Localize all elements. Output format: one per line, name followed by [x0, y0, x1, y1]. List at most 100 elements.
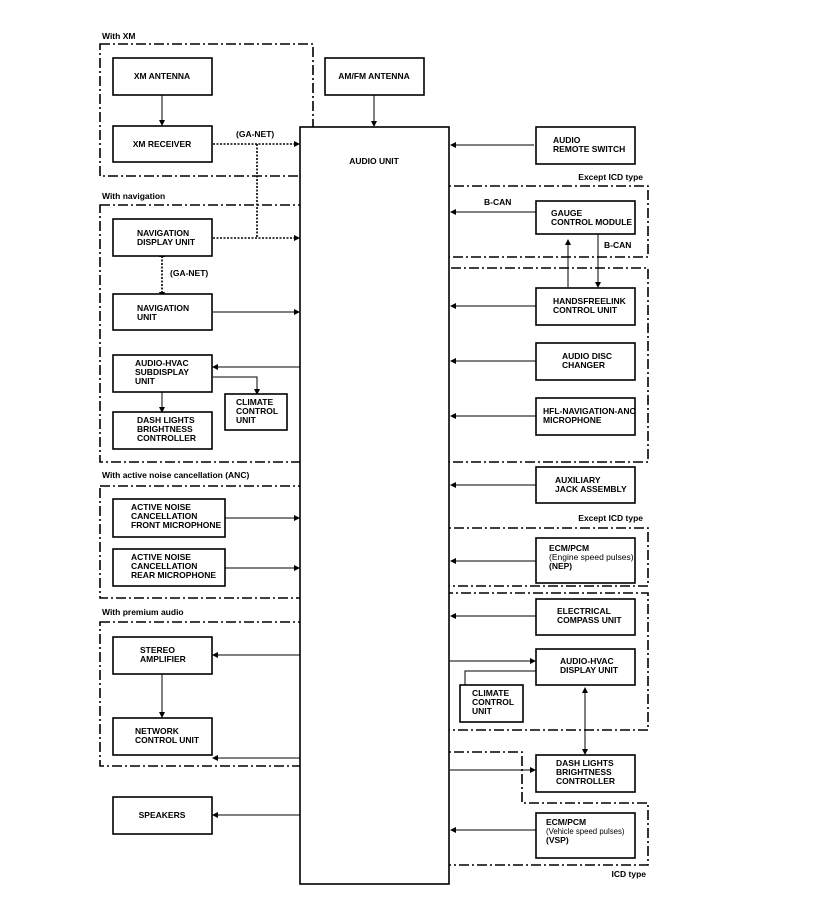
svg-text:(Engine speed pulses): (Engine speed pulses) — [549, 552, 634, 562]
svg-text:UNIT: UNIT — [137, 312, 158, 322]
navigation-unit-box: NAVIGATION UNIT — [112, 293, 213, 331]
xm-receiver-box: XM RECEIVER — [112, 125, 213, 163]
svg-text:CLIMATE: CLIMATE — [472, 688, 509, 698]
svg-text:HANDSFREELINK: HANDSFREELINK — [553, 296, 627, 306]
svg-text:AUDIO: AUDIO — [553, 135, 581, 145]
svg-text:UNIT: UNIT — [236, 415, 257, 425]
audio-unit: AUDIO UNIT — [299, 126, 450, 885]
svg-text:(Vehicle speed pulses): (Vehicle speed pulses) — [546, 827, 625, 836]
group-label-with-premium-audio: With premium audio — [102, 607, 184, 617]
svg-text:CANCELLATION: CANCELLATION — [131, 561, 197, 571]
network-control-unit-box: NETWORK CONTROL UNIT — [112, 717, 213, 756]
svg-text:BRIGHTNESS: BRIGHTNESS — [137, 424, 193, 434]
group-label-except-icd-1: Except ICD type — [578, 172, 643, 182]
stereo-amplifier-box: STEREO AMPLIFIER — [112, 636, 213, 675]
svg-text:MICROPHONE: MICROPHONE — [543, 415, 602, 425]
ecm-pcm-vsp-box: ECM/PCM (Vehicle speed pulses) (VSP) — [535, 812, 636, 859]
svg-text:DASH LIGHTS: DASH LIGHTS — [556, 758, 614, 768]
zone-except-icd-ecm — [435, 527, 649, 587]
svg-text:UNIT: UNIT — [472, 706, 493, 716]
audio-unit-label: AUDIO UNIT — [349, 156, 399, 166]
svg-text:STEREO: STEREO — [140, 645, 175, 655]
audio-hvac-subdisplay-unit-box: AUDIO-HVAC SUBDISPLAY UNIT — [112, 354, 213, 393]
signal-label-ga-net-1: (GA-NET) — [236, 129, 274, 139]
svg-text:CANCELLATION: CANCELLATION — [131, 511, 197, 521]
connection-lines — [159, 95, 601, 833]
audio-hvac-display-unit-box: AUDIO-HVAC DISPLAY UNIT — [535, 648, 636, 686]
svg-text:ACTIVE NOISE: ACTIVE NOISE — [131, 552, 191, 562]
svg-text:FRONT MICROPHONE: FRONT MICROPHONE — [131, 520, 222, 530]
svg-text:CONTROL MODULE: CONTROL MODULE — [551, 217, 632, 227]
svg-text:BRIGHTNESS: BRIGHTNESS — [556, 767, 612, 777]
svg-text:CONTROLLER: CONTROLLER — [137, 433, 196, 443]
climate-control-unit-box-1: CLIMATE CONTROL UNIT — [224, 393, 288, 431]
svg-text:CONTROL: CONTROL — [236, 406, 278, 416]
svg-text:AUDIO-HVAC: AUDIO-HVAC — [560, 656, 614, 666]
svg-text:ACTIVE NOISE: ACTIVE NOISE — [131, 502, 191, 512]
svg-text:SUBDISPLAY: SUBDISPLAY — [135, 367, 189, 377]
audio-remote-switch-box: AUDIO REMOTE SWITCH — [535, 126, 636, 165]
svg-text:AM/FM ANTENNA: AM/FM ANTENNA — [338, 71, 409, 81]
auxiliary-jack-assembly-box: AUXILIARY JACK ASSEMBLY — [535, 466, 636, 504]
xm-antenna-box: XM ANTENNA — [112, 57, 213, 96]
climate-control-unit-box-2: CLIMATE CONTROL UNIT — [459, 684, 524, 723]
anc-front-microphone-box: ACTIVE NOISE CANCELLATION FRONT MICROPHO… — [112, 498, 226, 538]
svg-text:CONTROL: CONTROL — [472, 697, 514, 707]
svg-text:AUDIO DISC: AUDIO DISC — [562, 351, 612, 361]
svg-text:HFL-NAVIGATION-ANC: HFL-NAVIGATION-ANC — [543, 406, 636, 416]
group-label-icd-type: ICD type — [612, 869, 647, 879]
signal-label-ga-net-2: (GA-NET) — [170, 268, 208, 278]
svg-text:CLIMATE: CLIMATE — [236, 397, 273, 407]
svg-text:CHANGER: CHANGER — [562, 360, 605, 370]
group-label-with-navigation: With navigation — [102, 191, 165, 201]
handsfreelink-control-unit-box: HANDSFREELINK CONTROL UNIT — [535, 287, 636, 326]
svg-text:AUXILIARY: AUXILIARY — [555, 475, 601, 485]
svg-text:(NEP): (NEP) — [549, 561, 572, 571]
svg-text:DISPLAY UNIT: DISPLAY UNIT — [560, 665, 619, 675]
svg-text:GAUGE: GAUGE — [551, 208, 583, 218]
signal-label-b-can-2: B-CAN — [604, 240, 631, 250]
svg-text:NETWORK: NETWORK — [135, 726, 180, 736]
svg-text:SPEAKERS: SPEAKERS — [139, 810, 186, 820]
svg-text:NAVIGATION: NAVIGATION — [137, 228, 189, 238]
svg-text:DASH LIGHTS: DASH LIGHTS — [137, 415, 195, 425]
svg-text:XM RECEIVER: XM RECEIVER — [133, 139, 192, 149]
svg-text:AUDIO-HVAC: AUDIO-HVAC — [135, 358, 189, 368]
group-label-except-icd-2: Except ICD type — [578, 513, 643, 523]
ecm-pcm-nep-box: ECM/PCM (Engine speed pulses) (NEP) — [535, 537, 636, 584]
signal-labels: (GA-NET) (GA-NET) B-CAN B-CAN — [170, 129, 631, 278]
dash-lights-brightness-controller-box-1: DASH LIGHTS BRIGHTNESS CONTROLLER — [112, 411, 213, 450]
svg-text:AMPLIFIER: AMPLIFIER — [140, 654, 186, 664]
electrical-compass-unit-box: ELECTRICAL COMPASS UNIT — [535, 598, 636, 636]
svg-text:XM ANTENNA: XM ANTENNA — [134, 71, 190, 81]
anc-rear-microphone-box: ACTIVE NOISE CANCELLATION REAR MICROPHON… — [112, 548, 226, 587]
svg-text:AUDIO UNIT: AUDIO UNIT — [349, 156, 399, 166]
audio-disc-changer-box: AUDIO DISC CHANGER — [535, 342, 636, 381]
svg-text:DISPLAY UNIT: DISPLAY UNIT — [137, 237, 196, 247]
signal-label-b-can-1: B-CAN — [484, 197, 511, 207]
dash-lights-brightness-controller-box-2: DASH LIGHTS BRIGHTNESS CONTROLLER — [535, 754, 636, 793]
svg-text:UNIT: UNIT — [135, 376, 156, 386]
svg-text:REAR MICROPHONE: REAR MICROPHONE — [131, 570, 216, 580]
group-label-with-xm: With XM — [102, 31, 135, 41]
svg-text:COMPASS UNIT: COMPASS UNIT — [557, 615, 622, 625]
svg-text:ECM/PCM: ECM/PCM — [549, 543, 589, 553]
svg-text:ECM/PCM: ECM/PCM — [546, 817, 586, 827]
components: XM ANTENNA AM/FM ANTENNA XM RECEIVER AUD… — [112, 57, 636, 859]
group-label-with-anc: With active noise cancellation (ANC) — [102, 470, 249, 480]
svg-text:CONTROL UNIT: CONTROL UNIT — [135, 735, 200, 745]
svg-text:JACK ASSEMBLY: JACK ASSEMBLY — [555, 484, 627, 494]
group-labels: With XM With navigation Except ICD type … — [102, 31, 646, 879]
speakers-box: SPEAKERS — [112, 796, 213, 835]
svg-text:REMOTE SWITCH: REMOTE SWITCH — [553, 144, 625, 154]
svg-text:(VSP): (VSP) — [546, 835, 569, 845]
navigation-display-unit-box: NAVIGATION DISPLAY UNIT — [112, 218, 213, 257]
svg-text:CONTROL UNIT: CONTROL UNIT — [553, 305, 618, 315]
hfl-navigation-anc-microphone-box: HFL-NAVIGATION-ANC MICROPHONE — [535, 397, 636, 436]
gauge-control-module-box: GAUGE CONTROL MODULE — [535, 200, 636, 235]
am-fm-antenna-box: AM/FM ANTENNA — [324, 57, 425, 96]
svg-text:CONTROLLER: CONTROLLER — [556, 776, 615, 786]
svg-text:NAVIGATION: NAVIGATION — [137, 303, 189, 313]
svg-text:ELECTRICAL: ELECTRICAL — [557, 606, 611, 616]
